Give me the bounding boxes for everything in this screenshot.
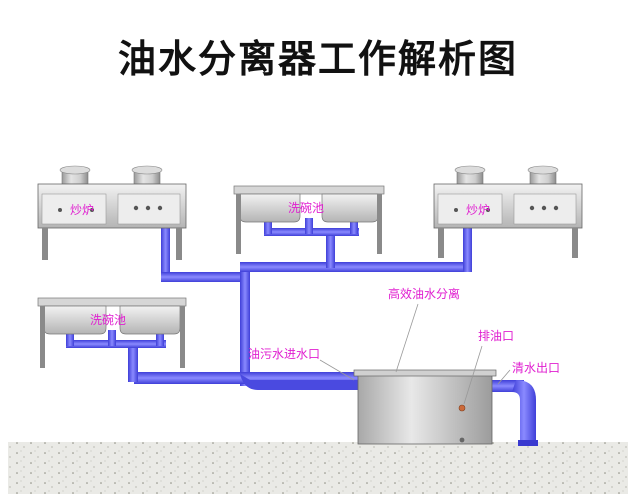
sink-bottom <box>37 297 187 368</box>
sink-top <box>233 185 385 254</box>
sink-top-label: 洗碗池 <box>288 200 324 215</box>
callout-lines <box>319 303 511 405</box>
stove-right <box>433 165 583 258</box>
oil-outlet-label: 排油口 <box>478 329 514 343</box>
sink-bottom-label: 洗碗池 <box>90 312 126 327</box>
separator-tank <box>353 369 497 445</box>
stove-left <box>37 165 187 260</box>
inlet-label: 油污水进水口 <box>248 347 320 361</box>
separator-label: 高效油水分离 <box>388 286 460 301</box>
stove-right-label: 炒炉 <box>466 203 490 217</box>
ground <box>8 442 628 494</box>
oil-outlet-port <box>458 404 466 412</box>
stove-left-label: 炒炉 <box>70 203 94 217</box>
page-title: 油水分离器工作解析图 <box>117 37 518 81</box>
water-outlet-label: 清水出口 <box>512 361 560 375</box>
